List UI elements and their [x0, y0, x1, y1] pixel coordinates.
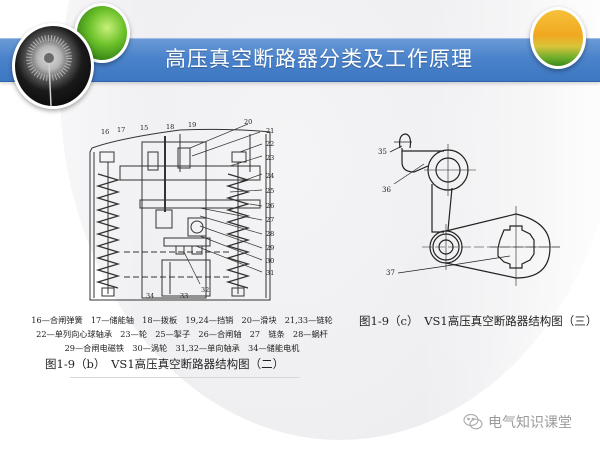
callout-21: 21 — [266, 127, 275, 135]
callout-31: 31 — [266, 269, 275, 277]
dandelion-photo — [12, 23, 94, 109]
figure-c-caption: 图1-9（c） VS1高压真空断路器结构图（三） — [359, 314, 598, 328]
divider-line — [70, 377, 300, 378]
figure-c-drawing: 35 36 37 — [350, 110, 600, 290]
slide-title: 高压真空断路器分类及工作原理 — [165, 47, 473, 71]
callout-19: 19 — [188, 121, 197, 129]
callout-25: 25 — [266, 187, 275, 195]
callout-17: 17 — [117, 126, 126, 134]
callout-37: 37 — [386, 269, 395, 277]
callout-32: 32 — [201, 286, 210, 294]
callout-23: 23 — [266, 154, 275, 162]
legend-row: 29—合闸电磁铁 30—涡轮 31,32—单向轴承 34—储能电机 — [64, 343, 300, 353]
dandelion-icon — [26, 35, 72, 106]
wechat-icon — [463, 413, 483, 430]
figure-b-legend: 16—合闸弹簧 17—储能轴 18—拨板 19,24—挡销 20—滑块 21,3… — [12, 313, 352, 355]
callout-26: 26 — [266, 202, 275, 210]
callout-15: 15 — [140, 124, 149, 132]
watermark-text: 电气知识课堂 — [488, 415, 572, 431]
watermark: 电气知识课堂 — [462, 411, 572, 433]
callout-35: 35 — [378, 148, 387, 156]
callout-24: 24 — [266, 172, 275, 180]
callout-33: 33 — [180, 292, 189, 300]
callout-29: 29 — [266, 244, 275, 252]
callout-27: 27 — [266, 216, 275, 224]
callout-28: 28 — [266, 230, 275, 238]
tulip-photo — [530, 7, 586, 69]
callout-16: 16 — [101, 128, 110, 136]
callout-34: 34 — [146, 292, 155, 300]
legend-row: 16—合闸弹簧 17—储能轴 18—拨板 19,24—挡销 20—滑块 21,3… — [31, 315, 333, 325]
callout-22: 22 — [266, 140, 275, 148]
callout-18: 18 — [166, 123, 175, 131]
figure-b-caption: 图1-9（b） VS1高压真空断路器结构图（二） — [45, 357, 285, 371]
legend-row: 22—单列向心球轴承 23—轮 25—掣子 26—合闸轴 27 链条 28—蜗杆 — [36, 329, 328, 339]
callout-36: 36 — [382, 186, 391, 194]
figure-b-drawing: 16 17 15 18 19 20 21 22 23 24 25 26 27 2… — [80, 112, 305, 312]
callout-20: 20 — [244, 118, 253, 126]
callout-30: 30 — [266, 257, 275, 265]
